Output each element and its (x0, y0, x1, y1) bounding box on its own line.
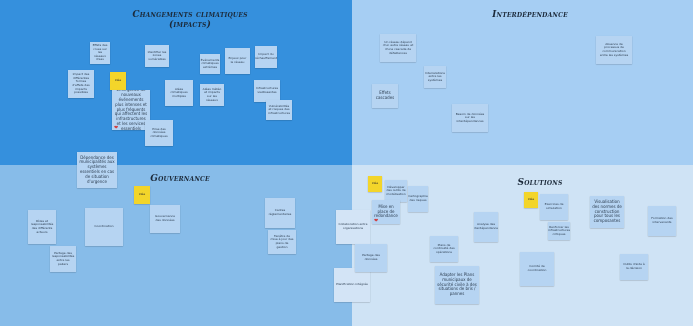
sticky-note[interactable]: Prise des données climatiques (145, 120, 173, 146)
sticky-note[interactable]: Événements climatiques extrêmes (200, 54, 220, 74)
title-impacts: Changements climatiques (impacts) (132, 10, 248, 30)
sticky-note[interactable]: Formation des intervenants (648, 206, 676, 236)
sticky-note[interactable]: Collaboration entre organisations (336, 210, 370, 244)
sticky-note[interactable]: Planification intégrée (334, 268, 370, 302)
title-gouvernance: Gouvernance (150, 174, 210, 184)
sticky-note[interactable]: Plans de continuité des opérations (430, 236, 458, 262)
sticky-note[interactable]: Dépendance des municipalités aux système… (77, 152, 117, 188)
sticky-note[interactable]: Visualisation des normes de construction… (590, 196, 624, 228)
sticky-note[interactable]: Interrelations entre les systèmes (424, 66, 446, 88)
sticky-note[interactable]: Vulnérabilités et risques des infrastruc… (266, 100, 292, 120)
sticky-note[interactable]: Fenêtre de mise à jour des plans de gest… (268, 230, 296, 254)
sticky-note[interactable]: Comité de coordination (520, 252, 554, 286)
sticky-note[interactable]: Impact des différentes formes d'effets d… (68, 70, 94, 98)
sticky-note[interactable]: Aléas météo et impacts sur les réseaux (200, 84, 224, 106)
heart-icon: ❤ (114, 125, 119, 131)
quadrant-interdependance (352, 0, 693, 165)
sticky-note[interactable]: Aléas climatiques multiples (165, 80, 193, 106)
sticky-note[interactable]: Impact du réchauffement (255, 46, 277, 68)
sticky-note-yellow[interactable]: Idée (134, 186, 150, 204)
sticky-note[interactable]: Adapter les Plans municipaux de sécurité… (435, 266, 479, 304)
sticky-note[interactable]: Partage des responsabilités entre les pa… (50, 246, 76, 272)
sticky-note[interactable]: Exercices de simulation (540, 194, 568, 220)
sticky-note[interactable]: Besoin de données sur les interdépendanc… (452, 104, 488, 132)
sticky-note[interactable]: Analyse des interdépendances (474, 212, 498, 242)
sticky-note[interactable]: Rôles et responsabilités des différents … (28, 210, 56, 244)
title-solutions: Solutions (517, 178, 563, 188)
sticky-note[interactable]: Développer des outils de modélisation (385, 180, 407, 202)
sticky-note[interactable]: Émergence de nouveaux événements plus in… (112, 90, 150, 130)
sticky-note-yellow[interactable]: Idée (524, 192, 538, 208)
sticky-note[interactable]: Cartographie des risques (408, 186, 428, 212)
sticky-note[interactable]: Effets cascades (372, 84, 398, 108)
sticky-note[interactable]: Enjeux pour le réseau (225, 48, 250, 74)
sticky-note[interactable]: Infrastructures vieillissantes (254, 80, 280, 102)
heart-icon: ❤ (374, 218, 379, 224)
sticky-note[interactable]: Mise en place de redondance (372, 200, 400, 224)
sticky-note[interactable]: Absence de processus de communication en… (596, 36, 632, 64)
sticky-note[interactable]: Gouvernance des données (150, 205, 180, 233)
sticky-note[interactable]: Effets des crues sur les réseaux d'eau (90, 42, 110, 64)
title-interdependance: Interdépendance (492, 10, 568, 20)
sticky-note-yellow[interactable]: Idée (110, 72, 126, 90)
sticky-note-yellow[interactable]: Idée (368, 176, 382, 192)
sticky-note[interactable]: Identifier les zones vulnérables (145, 45, 169, 67)
sticky-note[interactable]: Outils d'aide à la décision (620, 254, 648, 280)
sticky-note[interactable]: Un réseau dépend d'un autre réseau et d'… (380, 34, 416, 62)
sticky-note[interactable]: Coordination (85, 208, 123, 246)
sticky-note[interactable]: Renforcer les infrastructures critiques (548, 222, 570, 240)
sticky-note[interactable]: Cadres réglementaires (265, 198, 295, 228)
sticky-note[interactable]: Partage des données (355, 244, 387, 272)
